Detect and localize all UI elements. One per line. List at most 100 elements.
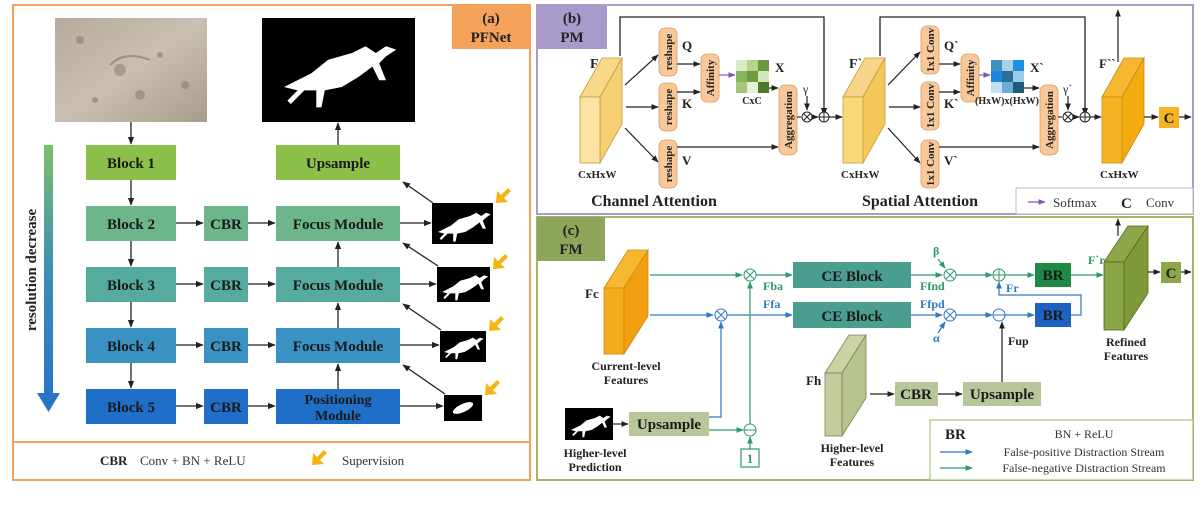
subtract-icon (743, 423, 757, 437)
affinity-prime-label: Affinity (965, 59, 977, 96)
aggregation-op (778, 84, 798, 156)
tensor-f-double-prime (1101, 56, 1145, 165)
upsample-fm-box (963, 382, 1041, 406)
panel-a-pfnet: (a) PFNet resolution decrease Block 1 Bl… (12, 4, 531, 481)
block-3 (86, 267, 176, 302)
focus-module-4-label: Focus Module (293, 339, 384, 355)
current-level-label-1: Current-level (591, 359, 661, 373)
conv-c-box (1159, 107, 1179, 128)
fup-label: Fup (1008, 334, 1029, 348)
aggregation-prime-op (1039, 84, 1059, 156)
upsample-box (276, 145, 400, 180)
v-prime-label: V` (944, 153, 958, 168)
panel-c-tag-name: FM (559, 242, 582, 258)
higher-level-features-label-2: Features (830, 455, 875, 469)
br-blue-label: BR (1043, 308, 1064, 324)
cbr-2-label: CBR (210, 217, 242, 233)
image-texture (76, 36, 189, 103)
upsample-prediction-label: Upsample (637, 417, 702, 433)
focus-module-2 (276, 206, 400, 241)
gamma-prime-label: γ` (1062, 82, 1072, 96)
arrow (402, 303, 442, 331)
panel-a-tag (452, 5, 530, 49)
cbr-label-fm: CBR (900, 387, 932, 403)
fba-label: Fba (763, 279, 783, 293)
matrix-hw-dims: (HxW)x(HxW) (975, 96, 1039, 107)
focus-module-3-label: Focus Module (293, 278, 384, 294)
cbr-3-label: CBR (210, 278, 242, 294)
tensor-f (579, 56, 623, 165)
affinity-matrix-hw (991, 60, 1024, 93)
fn-stream-arrow (937, 258, 946, 269)
tensor-fc-label: Fc (585, 286, 599, 301)
panel-c-legend (929, 419, 1194, 481)
block-3-label: Block 3 (107, 278, 155, 294)
tensor-f-double-prime-dims: CxHxW (1100, 169, 1139, 181)
aggregation-label: Aggregation (783, 91, 795, 149)
constant-one-label: 1 (747, 451, 754, 466)
resolution-arrow-head (37, 393, 60, 412)
spatial-attention-title: Spatial Attention (862, 193, 978, 210)
panel-c-border (536, 216, 1194, 481)
multiply-icon-alpha (943, 308, 957, 322)
block-4-label: Block 4 (107, 339, 155, 355)
cbr-column: CBR CBR CBR CBR (204, 206, 248, 424)
v-label: V (682, 153, 692, 168)
arrow (887, 51, 921, 86)
tensor-refined (1103, 224, 1149, 332)
panel-a-border (12, 4, 531, 481)
panel-b-tag (537, 5, 607, 49)
multiply-icon (801, 111, 813, 123)
legend-br-desc: BN + ReLU (1055, 427, 1114, 441)
fr-label: Fr (1006, 281, 1019, 295)
conv-c-label-fm: C (1166, 266, 1177, 282)
conv-c-label: C (1164, 111, 1175, 127)
arrow (887, 127, 921, 164)
tensor-f-double-prime-label: F`` (1099, 56, 1116, 71)
supervision-arrow-icon (493, 254, 508, 269)
matrix-x-prime-label: X` (1030, 60, 1044, 75)
arrow (624, 54, 659, 86)
legend-c-key: C (1121, 196, 1132, 212)
matrix-cxc-dims: CxC (742, 96, 761, 107)
legend-cbr-desc: Conv + BN + ReLU (140, 453, 246, 468)
reshape-q-op (658, 27, 678, 77)
upsample-fm-label: Upsample (970, 387, 1035, 403)
legend-supervision-label: Supervision (342, 453, 405, 468)
fr-feedback-arrow (996, 281, 1082, 316)
block-2 (86, 206, 176, 241)
refined-features-label-1: Refined (1106, 335, 1146, 349)
conv-c-box-fm (1161, 262, 1181, 283)
legend-supervision-icon (312, 450, 327, 465)
k-prime-label: K` (944, 96, 958, 111)
br-green-box (1035, 263, 1071, 287)
upsample-prediction-box (629, 412, 709, 436)
tensor-fh-label: Fh (806, 373, 822, 388)
higher-level-prediction-label-2: Prediction (568, 460, 621, 474)
conv-q-label: 1x1 Conv (925, 27, 937, 72)
panel-b-pm: (b) PM F CxHxW reshape reshape reshape Q… (536, 4, 1194, 215)
legend-c-desc: Conv (1146, 195, 1175, 210)
tensor-f-prime-label: F` (849, 57, 862, 72)
tensor-f-prime-dims: CxHxW (841, 169, 880, 181)
br-green-label: BR (1043, 268, 1064, 284)
aggregation-prime-label: Aggregation (1044, 91, 1056, 149)
add-icon (1079, 111, 1091, 123)
affinity-op (700, 53, 720, 103)
conv-k-label: 1x1 Conv (925, 83, 937, 128)
legend-fn-label: False-negative Distraction Stream (1002, 461, 1166, 475)
positioning-label-2: Module (315, 409, 361, 424)
ce-block-top-label: CE Block (821, 269, 883, 285)
focus-module-3 (276, 267, 400, 302)
block-2-label: Block 2 (107, 217, 155, 233)
multiply-icon (1062, 111, 1074, 123)
tensor-f-dims: CxHxW (578, 169, 617, 181)
cbr-3 (204, 267, 248, 302)
ffpd-label: Ffpd (920, 297, 945, 311)
arrow (402, 181, 434, 204)
cbr-5-label: CBR (210, 400, 242, 416)
add-icon (818, 111, 830, 123)
multiply-icon-ffa (714, 308, 728, 322)
cbr-2 (204, 206, 248, 241)
